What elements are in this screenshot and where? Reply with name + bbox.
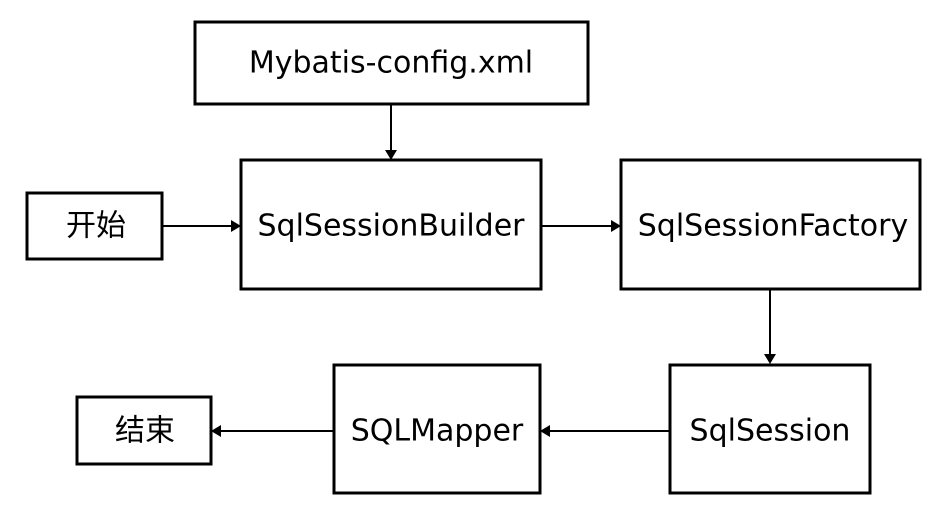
edge-factory-to-session	[764, 290, 776, 364]
arrowhead-icon	[211, 425, 221, 437]
arrowhead-icon	[540, 425, 550, 437]
node-label: SqlSessionFactory	[638, 209, 908, 244]
arrowhead-icon	[385, 150, 397, 160]
node-sqlsessionfactory: SqlSessionFactory	[619, 158, 922, 291]
edge-mapper-to-end	[211, 425, 334, 437]
arrowhead-icon	[231, 220, 241, 232]
arrowhead-icon	[764, 354, 776, 364]
node-end: 结束	[75, 395, 213, 466]
edge-start-to-builder	[162, 220, 241, 232]
node-label: SqlSession	[690, 414, 851, 449]
node-label: SqlSessionBuilder	[258, 209, 526, 244]
edge-session-to-mapper	[540, 425, 670, 437]
arrowhead-icon	[611, 220, 621, 232]
node-start: 开始	[25, 191, 164, 261]
node-label: SQLMapper	[351, 414, 524, 449]
node-sqlmapper: SQLMapper	[332, 363, 542, 495]
node-sqlsession: SqlSession	[668, 363, 872, 495]
node-label: 开始	[66, 209, 126, 244]
node-label: Mybatis-config.xml	[249, 46, 533, 81]
edge-builder-to-factory	[541, 220, 621, 232]
node-label: 结束	[115, 414, 175, 449]
edge-config-to-builder	[385, 104, 397, 160]
node-mybatis-config: Mybatis-config.xml	[193, 20, 590, 106]
node-sqlsessionbuilder: SqlSessionBuilder	[239, 158, 543, 291]
